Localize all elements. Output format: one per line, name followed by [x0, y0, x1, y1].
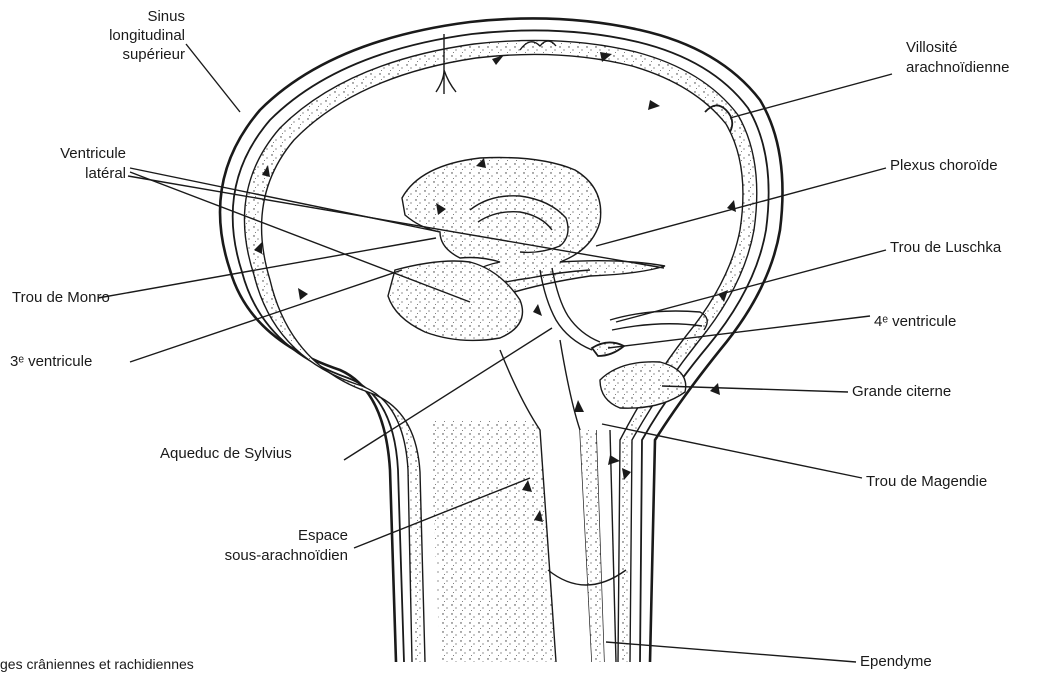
- label-magendie: Trou de Magendie: [866, 473, 987, 490]
- label-citerne: Grande citerne: [852, 383, 951, 400]
- label-aqueduc: Aqueduc de Sylvius: [160, 445, 292, 462]
- label-ventricule-lateral-1: Ventricule: [60, 145, 126, 162]
- spinal-cord: [430, 340, 626, 662]
- label-sinus-1: Sinus: [147, 8, 185, 25]
- figure-caption: ges crâniennes et rachidiennes: [0, 656, 194, 672]
- label-sinus-2: longitudinal: [109, 27, 185, 44]
- label-ependyme: Ependyme: [860, 653, 932, 670]
- label-ventricule-lateral-2: latéral: [85, 165, 126, 182]
- label-espace-2: sous-arachnoïdien: [225, 547, 348, 564]
- label-v3: 3ᵉ ventricule: [10, 353, 92, 370]
- label-luschka: Trou de Luschka: [890, 239, 1002, 256]
- label-v4: 4ᵉ ventricule: [874, 313, 956, 330]
- label-villosite-2: arachnoïdienne: [906, 59, 1009, 76]
- label-plexus: Plexus choroïde: [890, 157, 998, 174]
- label-villosite-1: Villosité: [906, 39, 957, 56]
- label-monro: Trou de Monro: [12, 289, 110, 306]
- label-sinus-3: supérieur: [122, 46, 185, 63]
- cisterna-magna: [600, 362, 686, 408]
- label-espace-1: Espace: [298, 527, 348, 544]
